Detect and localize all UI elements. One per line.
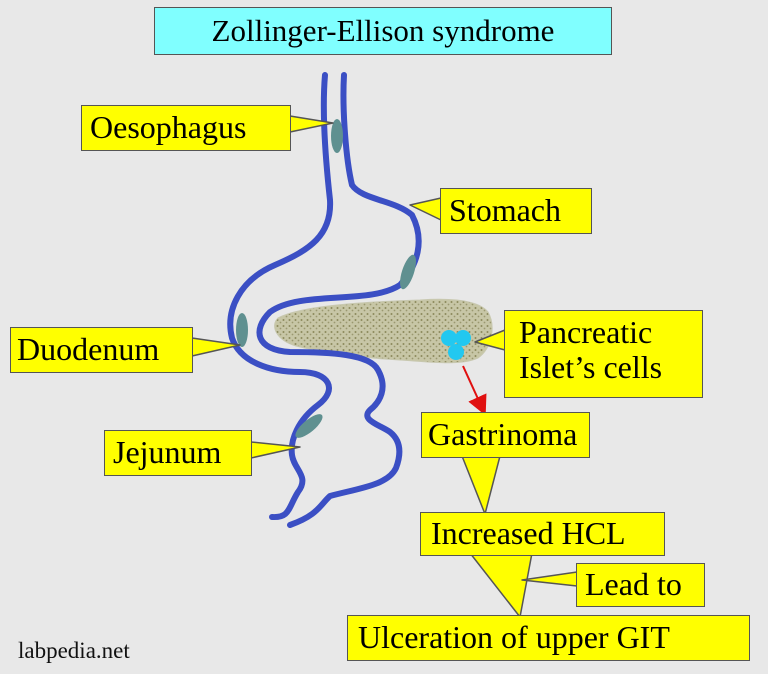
stomach-label: Stomach xyxy=(440,188,592,234)
lead-to-label: Lead to xyxy=(576,563,705,607)
islet-to-gastrinoma-arrow xyxy=(462,365,487,416)
gut-inner-wall xyxy=(256,72,422,528)
pancreatic-islet-label: Pancreatic Islet’s cells xyxy=(504,310,703,398)
islet-cells-icon xyxy=(441,330,471,360)
diagram-title: Zollinger-Ellison syndrome xyxy=(154,7,612,55)
jejunum-lesion xyxy=(295,414,323,438)
gastrinoma-down-pointer xyxy=(461,455,501,515)
gastrinoma-label: Gastrinoma xyxy=(421,412,590,458)
pancreas-shape xyxy=(274,298,493,364)
lead-to-pointer xyxy=(521,571,578,587)
oesophagus-label: Oesophagus xyxy=(81,105,291,151)
gut-outer-wall xyxy=(227,72,334,521)
pancreatic-label-line2: Islet’s cells xyxy=(519,349,663,386)
jejunum-label: Jejunum xyxy=(104,430,252,476)
increased-hcl-label: Increased HCL xyxy=(420,512,665,556)
ulceration-label: Ulceration of upper GIT xyxy=(347,615,750,661)
hcl-down-pointer xyxy=(469,552,533,618)
stomach-lesion xyxy=(400,254,416,290)
pancreatic-label-line1: Pancreatic xyxy=(519,314,653,350)
site-watermark: labpedia.net xyxy=(18,638,130,663)
duodenum-lesion xyxy=(236,313,248,347)
oesophagus-lesion xyxy=(331,119,343,153)
duodenum-label: Duodenum xyxy=(10,327,193,373)
